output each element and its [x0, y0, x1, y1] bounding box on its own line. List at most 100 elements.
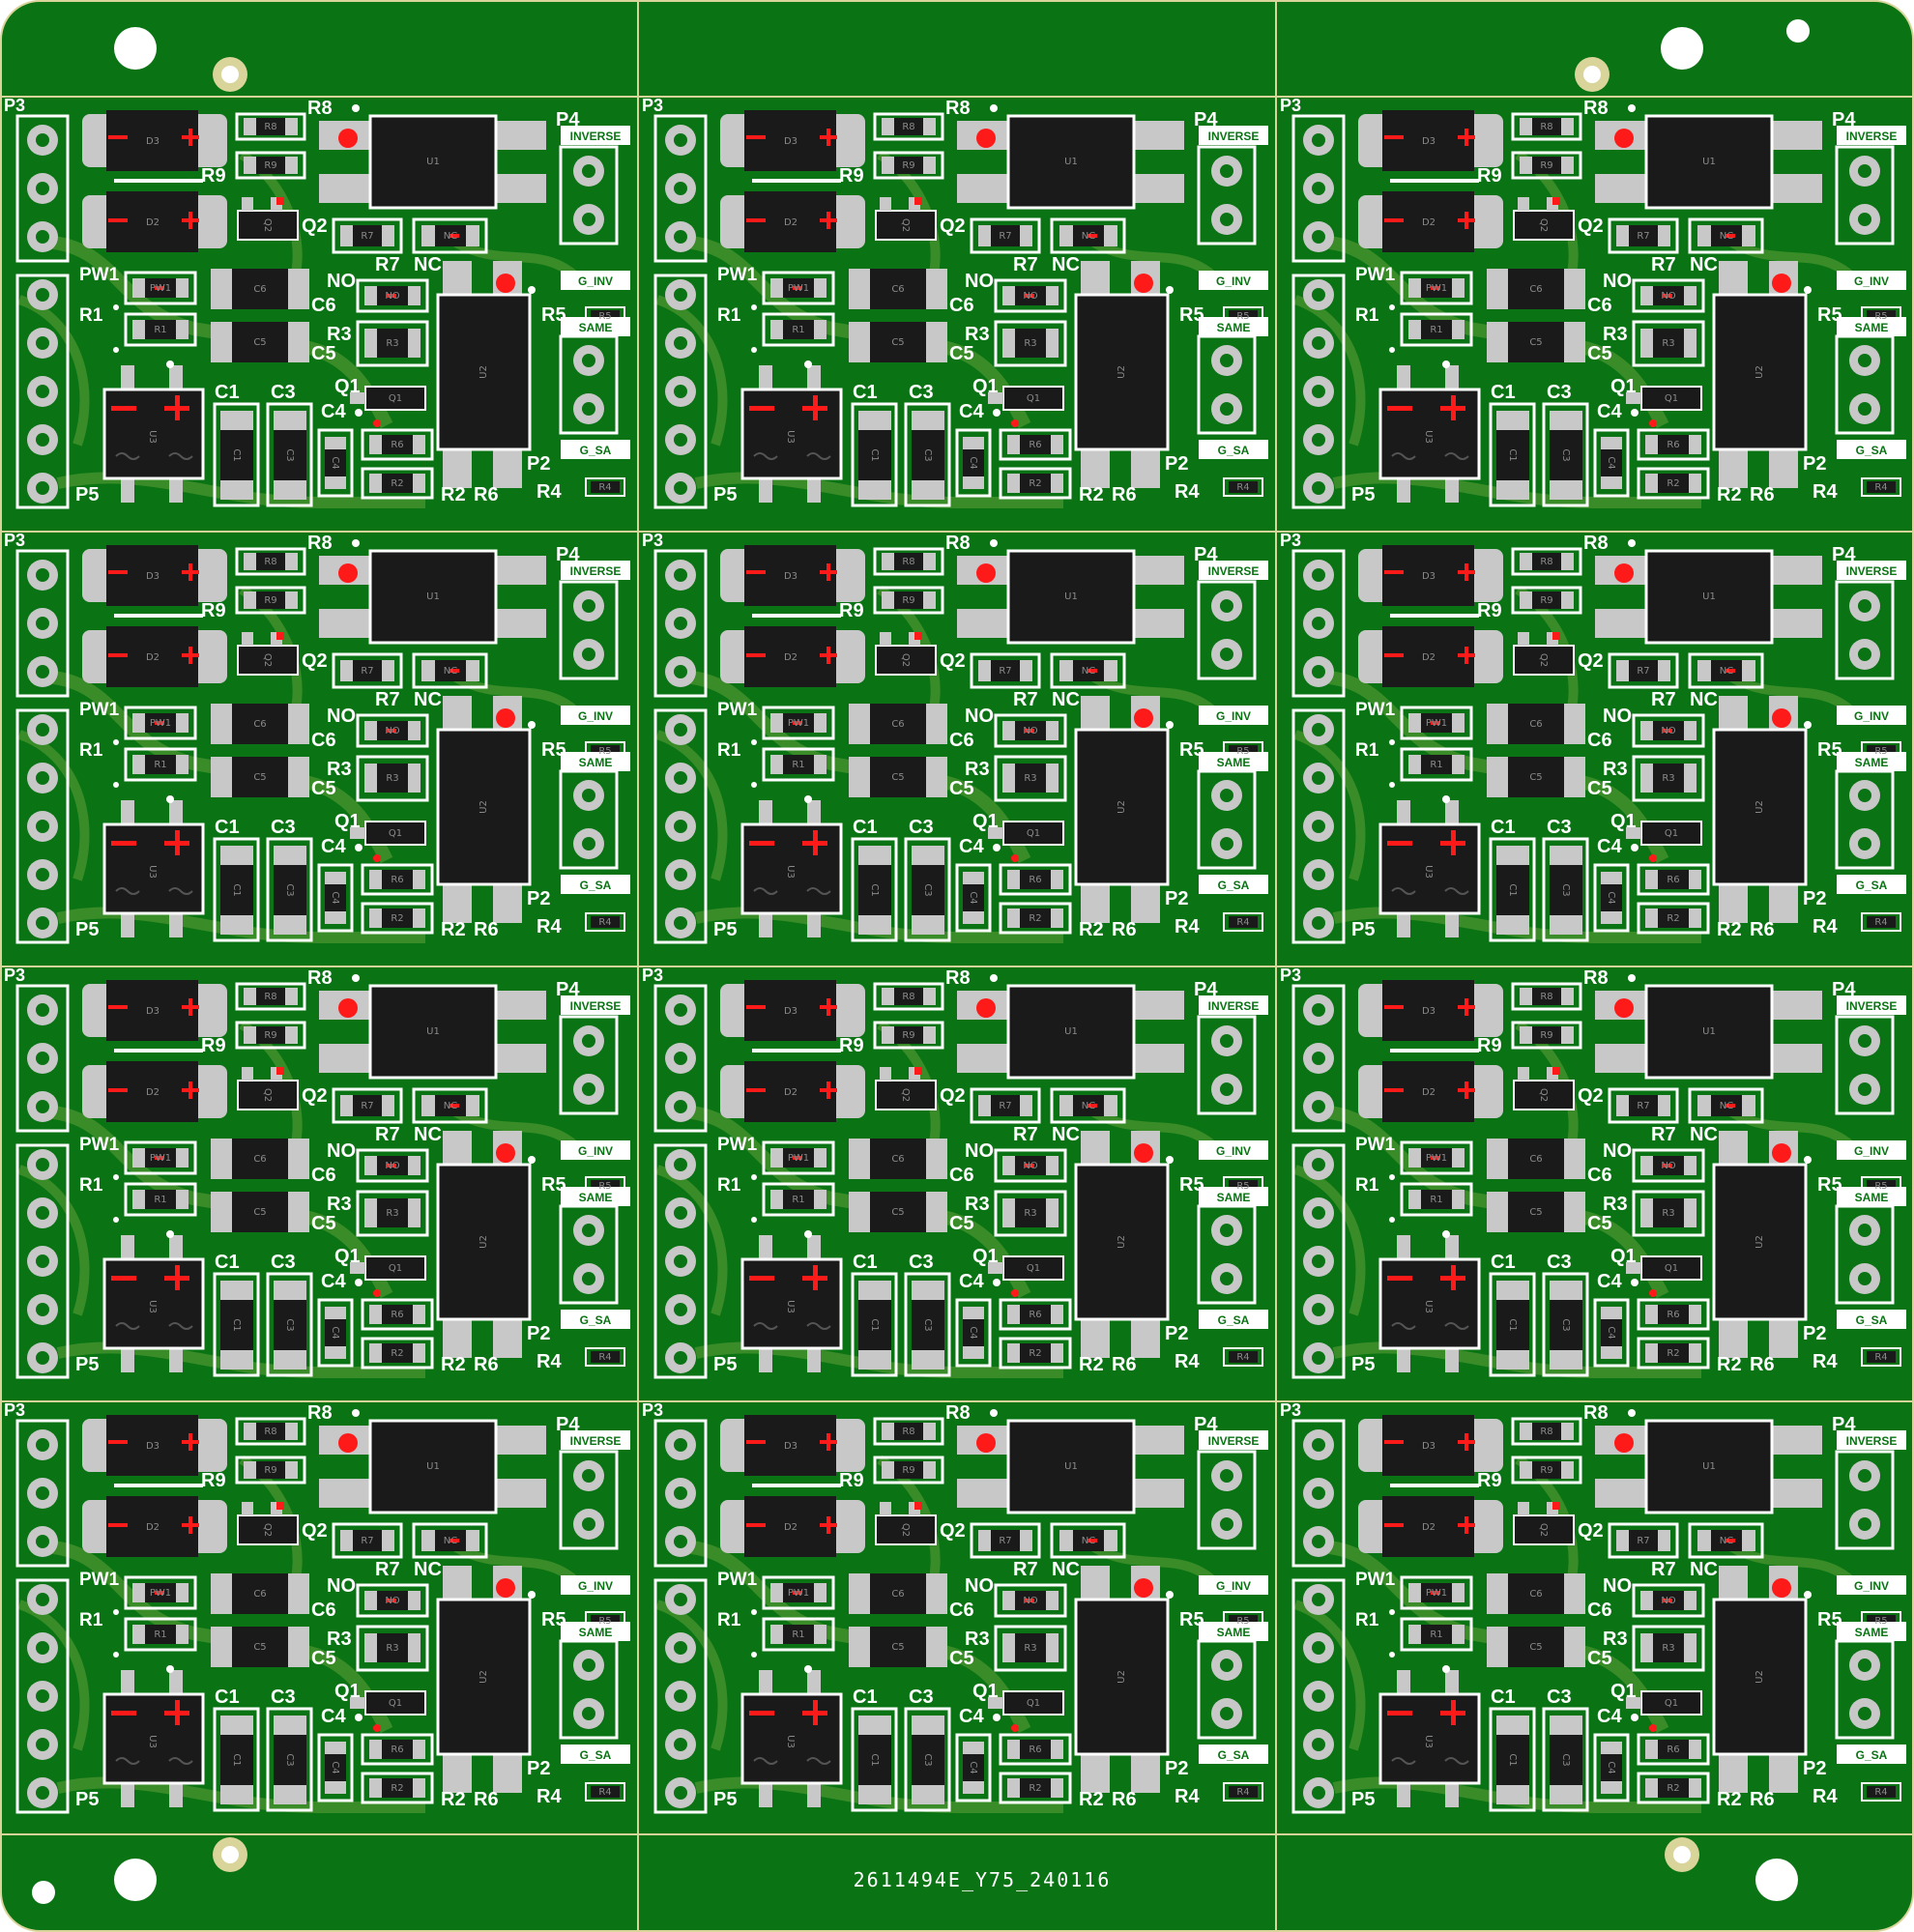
silkscreen-label-c4: C4 — [1597, 836, 1622, 857]
tag-label-g-inv: G_INV — [1216, 709, 1251, 723]
part-marking-r4: R4 — [1874, 1787, 1887, 1798]
silkscreen-label-p3: P3 — [4, 531, 25, 550]
part-marking-no: NO — [1661, 1596, 1675, 1606]
silkscreen-label-q2: Q2 — [1578, 650, 1604, 672]
silkscreen-label-pw1: PW1 — [717, 1570, 758, 1590]
part-marking-q1: Q1 — [1027, 1698, 1040, 1709]
part-marking-c3: C3 — [284, 1753, 295, 1766]
part-marking-r4: R4 — [1236, 1352, 1249, 1363]
part-marking-r6: R6 — [391, 440, 403, 450]
silkscreen-label-r6: R6 — [474, 919, 499, 940]
part-marking-r2: R2 — [391, 1783, 403, 1794]
part-marking-u1: U1 — [1702, 1026, 1716, 1037]
part-marking-u2: U2 — [1116, 800, 1127, 814]
silkscreen-label-r7: R7 — [375, 254, 400, 275]
tag-label-g-inv: G_INV — [1854, 709, 1889, 723]
silkscreen-label-r1: R1 — [717, 740, 741, 761]
part-marking-d2: D2 — [784, 217, 798, 228]
tag-label-inverse: INVERSE — [570, 130, 622, 143]
part-marking-no: NO — [385, 1596, 399, 1606]
part-marking-r9: R9 — [264, 160, 276, 171]
silkscreen-label-nc: NC — [414, 689, 442, 710]
silkscreen-label-nc: NC — [414, 1124, 442, 1145]
silkscreen-label-c6: C6 — [1587, 1600, 1612, 1621]
part-marking-nc: NC — [444, 666, 457, 677]
silkscreen-label-r1: R1 — [79, 740, 103, 761]
silkscreen-label-p3: P3 — [642, 966, 663, 985]
silkscreen-label-p5: P5 — [713, 484, 737, 505]
silkscreen-label-p5: P5 — [713, 1354, 737, 1375]
silkscreen-label-c5: C5 — [1587, 343, 1612, 364]
part-marking-c6: C6 — [891, 1154, 904, 1165]
silkscreen-label-c1: C1 — [215, 382, 240, 403]
part-marking-u3: U3 — [785, 1300, 796, 1313]
part-marking-r5: R5 — [1874, 311, 1887, 322]
silkscreen-label-p5: P5 — [1351, 919, 1375, 940]
silkscreen-label-r4: R4 — [1174, 481, 1200, 503]
tag-label-g-sa: G_SA — [1856, 444, 1888, 457]
part-marking-u1: U1 — [426, 1461, 440, 1472]
part-marking-u1: U1 — [1702, 1461, 1716, 1472]
mounting-hole — [1786, 19, 1810, 43]
part-marking-r4: R4 — [1874, 482, 1887, 493]
silkscreen-label-c4: C4 — [321, 1271, 346, 1292]
silkscreen-label-nc: NC — [1052, 1124, 1080, 1145]
part-marking-r2: R2 — [1667, 1348, 1679, 1359]
part-marking-r5: R5 — [598, 1616, 611, 1627]
silkscreen-label-r6: R6 — [474, 1789, 499, 1810]
silkscreen-label-pw1: PW1 — [79, 265, 120, 285]
silkscreen-label-r9: R9 — [1477, 600, 1502, 621]
silkscreen-label-r1: R1 — [717, 1175, 741, 1196]
part-marking-r9: R9 — [264, 1465, 276, 1476]
part-marking-u3: U3 — [1423, 430, 1434, 444]
part-marking-d2: D2 — [1422, 652, 1436, 663]
silkscreen-label-r7: R7 — [1013, 1559, 1038, 1580]
tag-label-g-sa: G_SA — [580, 1748, 612, 1762]
part-marking-r8: R8 — [902, 122, 914, 132]
part-marking-d2: D2 — [146, 1087, 160, 1098]
part-marking-r9: R9 — [1540, 1030, 1552, 1041]
part-marking-r4: R4 — [1236, 482, 1249, 493]
part-marking-u1: U1 — [1064, 1461, 1078, 1472]
silkscreen-label-c1: C1 — [215, 1252, 240, 1273]
silkscreen-label-p4: P4 — [1194, 544, 1218, 565]
mounting-hole — [1661, 27, 1703, 70]
part-marking-r7: R7 — [1637, 1101, 1649, 1111]
part-marking-r9: R9 — [264, 1030, 276, 1041]
part-marking-u2: U2 — [1116, 1670, 1127, 1684]
silkscreen-label-r7: R7 — [1013, 254, 1038, 275]
silkscreen-label-c6: C6 — [949, 730, 974, 751]
tag-label-g-inv: G_INV — [578, 274, 613, 288]
silkscreen-label-r2: R2 — [1717, 919, 1742, 940]
tag-label-g-inv: G_INV — [578, 709, 613, 723]
silkscreen-label-r4: R4 — [1812, 1786, 1838, 1807]
part-marking-c6: C6 — [891, 719, 904, 730]
tag-label-same: SAME — [1855, 1191, 1889, 1204]
silkscreen-label-r3: R3 — [1603, 1629, 1628, 1650]
silkscreen-label-c3: C3 — [909, 1687, 934, 1708]
tag-label-g-sa: G_SA — [1218, 879, 1250, 892]
part-marking-r4: R4 — [598, 1352, 611, 1363]
part-marking-q1: Q1 — [389, 828, 402, 839]
part-marking-r8: R8 — [902, 557, 914, 567]
part-marking-d3: D3 — [146, 1441, 160, 1452]
silkscreen-label-r8: R8 — [307, 533, 333, 554]
part-marking-r1: R1 — [154, 760, 166, 770]
silkscreen-label-p5: P5 — [75, 1789, 99, 1810]
silkscreen-label-r5: R5 — [541, 1174, 566, 1196]
silkscreen-label-no: NO — [965, 1140, 994, 1162]
tag-label-same: SAME — [579, 756, 613, 769]
silkscreen-label-nc: NC — [414, 1559, 442, 1580]
silkscreen-label-pw1: PW1 — [717, 265, 758, 285]
part-marking-c3: C3 — [1560, 448, 1571, 461]
part-marking-pw1: PW1 — [1426, 718, 1447, 729]
part-marking-q1: Q1 — [389, 393, 402, 404]
part-marking-u2: U2 — [478, 365, 489, 379]
part-marking-q1: Q1 — [1027, 393, 1040, 404]
part-marking-r9: R9 — [902, 160, 914, 171]
